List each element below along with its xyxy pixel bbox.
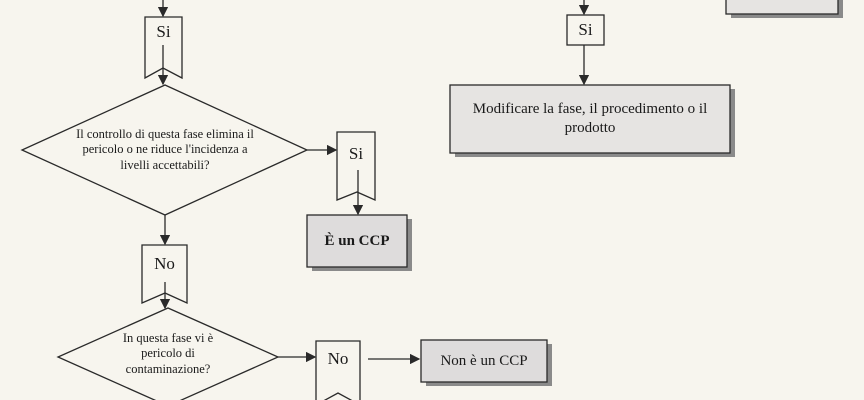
ccp-box <box>306 214 408 268</box>
top-right-box <box>725 0 839 15</box>
no-label-right: No <box>327 349 349 369</box>
no-flag-right <box>315 340 361 400</box>
not-ccp-box <box>420 339 548 383</box>
si-label-top: Si <box>156 22 171 42</box>
si-flag-right <box>336 131 376 202</box>
no-label: No <box>154 254 175 274</box>
modify-box <box>449 84 731 154</box>
si-label-right-branch: Si <box>578 20 593 40</box>
not-ccp-result-text: Non è un CCP <box>440 352 528 369</box>
no-flag <box>141 244 188 305</box>
question-elimination-text: Il controllo di questa fase elimina il p… <box>76 126 254 172</box>
question-contamination-text: In questa fase vi è pericolo di contamin… <box>122 330 214 376</box>
decision-contamination-diamond <box>56 307 280 400</box>
modify-action-text: Modificare la fase, il procedimento o il… <box>472 101 708 136</box>
ccp-result-text: È un CCP <box>324 232 390 249</box>
si-label-right: Si <box>348 144 364 164</box>
si-box-right-branch <box>566 14 605 46</box>
